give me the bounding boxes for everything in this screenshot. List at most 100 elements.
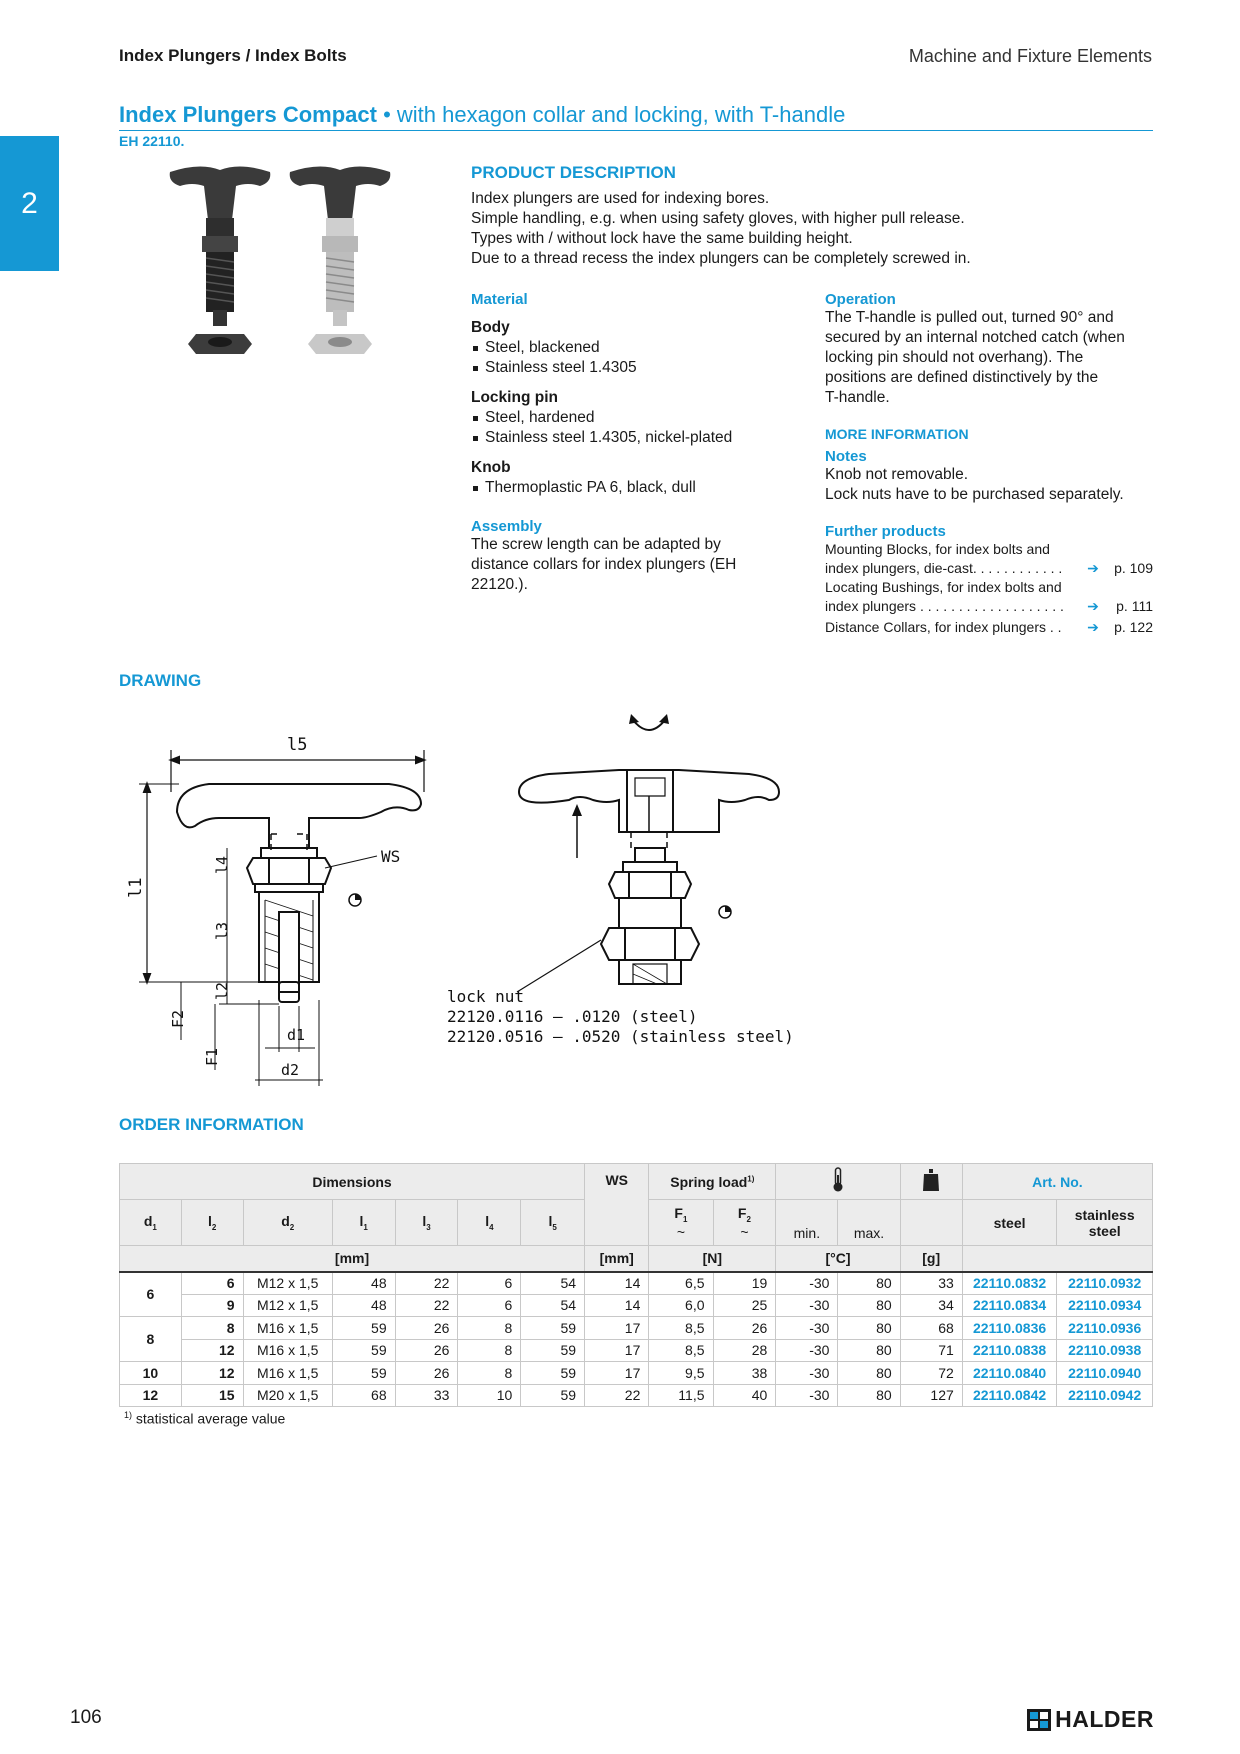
arrow-right-icon: ➔ bbox=[1087, 560, 1099, 576]
dim-label: l4 bbox=[213, 856, 231, 874]
dim-label: d2 bbox=[281, 1061, 299, 1079]
cell-l5: 54 bbox=[520, 1271, 586, 1295]
dimensions-group-header: Dimensions bbox=[118, 1163, 586, 1200]
cell-ws: 17 bbox=[584, 1338, 650, 1362]
cell-art-steel[interactable]: 22110.0842 bbox=[961, 1383, 1058, 1407]
operation-line: The T-handle is pulled out, turned 90° a… bbox=[825, 309, 1114, 326]
dim-label: F2 bbox=[169, 1010, 187, 1028]
page-ref[interactable]: p. 111 bbox=[1116, 598, 1153, 614]
drawing-heading: DRAWING bbox=[119, 671, 202, 690]
cell-tmin: -30 bbox=[775, 1383, 839, 1407]
cell-d1: 8 bbox=[119, 1316, 182, 1362]
cell-art-steel[interactable]: 22110.0838 bbox=[961, 1338, 1058, 1362]
pin-item: Stainless steel 1.4305, nickel-plated bbox=[471, 428, 801, 448]
col-min: min. bbox=[775, 1199, 839, 1246]
cell-ws: 14 bbox=[584, 1271, 650, 1295]
cell-f1: 11,5 bbox=[648, 1383, 714, 1407]
col-sub: 2 bbox=[211, 1222, 217, 1232]
col-label: F bbox=[737, 1205, 747, 1222]
page-number: 106 bbox=[70, 1707, 102, 1728]
arrow-right-icon: ➔ bbox=[1087, 598, 1099, 614]
cell-art-stainless[interactable]: 22110.0932 bbox=[1056, 1271, 1153, 1295]
cell-art-stainless[interactable]: 22110.0936 bbox=[1056, 1316, 1153, 1340]
front-view-drawing: lock nut 22120.0116 – .0120 (steel) 2212… bbox=[447, 714, 794, 1046]
cell-d1: 12 bbox=[119, 1383, 182, 1407]
footnote-marker: 1) bbox=[124, 1410, 133, 1420]
locknut-label: 22120.0116 – .0120 (steel) bbox=[447, 1007, 697, 1026]
further-product-line: Mounting Blocks, for index bolts and bbox=[825, 541, 1050, 557]
order-table: Dimensions WS Spring load1) Art. No. d1 … bbox=[118, 1163, 1154, 1407]
col-label: F bbox=[674, 1205, 683, 1222]
further-product-item[interactable]: Mounting Blocks, for index bolts and ind… bbox=[825, 540, 1153, 578]
order-information-heading: ORDER INFORMATION bbox=[119, 1115, 304, 1134]
cell-l4: 6 bbox=[457, 1271, 522, 1295]
table-row: 9 M12 x 1,5 48 22 6 54 14 6,0 25 -30 80 … bbox=[120, 1293, 1153, 1317]
further-product-item[interactable]: Locating Bushings, for index bolts and i… bbox=[825, 578, 1153, 616]
col-label: stainless bbox=[1074, 1206, 1135, 1223]
side-view-drawing: l5 l1 l4 l3 l2 F2 bbox=[126, 735, 427, 1086]
col-sub: 5 bbox=[552, 1222, 557, 1232]
cell-art-steel[interactable]: 22110.0834 bbox=[961, 1293, 1058, 1317]
title-bullet: • bbox=[383, 102, 391, 127]
cell-f2: 28 bbox=[712, 1338, 777, 1362]
thermometer-icon bbox=[833, 1167, 843, 1192]
cell-l3: 26 bbox=[394, 1361, 459, 1385]
cell-art-steel[interactable]: 22110.0840 bbox=[961, 1361, 1058, 1385]
title-bold: Index Plungers Compact bbox=[119, 102, 377, 127]
cell-f2: 38 bbox=[712, 1361, 777, 1385]
dim-label: d1 bbox=[287, 1026, 305, 1044]
cell-tmax: 80 bbox=[837, 1271, 901, 1295]
cell-l5: 54 bbox=[520, 1293, 586, 1317]
page-ref[interactable]: p. 109 bbox=[1114, 560, 1153, 576]
further-products-heading: Further products bbox=[825, 523, 946, 540]
footnote-marker: 1) bbox=[747, 1173, 755, 1183]
cell-l4: 8 bbox=[457, 1316, 522, 1340]
further-product-line: index plungers, die-cast. . . . . . . . … bbox=[825, 560, 1063, 576]
weight-icon bbox=[923, 1169, 940, 1191]
col-label: l bbox=[359, 1213, 364, 1230]
technical-drawing: l5 l1 l4 l3 l2 F2 bbox=[126, 714, 794, 1086]
col-f2: F2~ bbox=[712, 1199, 777, 1246]
cell-l2: 9 bbox=[180, 1293, 244, 1317]
spring-load-label: Spring load bbox=[670, 1173, 748, 1190]
col-d1: d1 bbox=[119, 1199, 182, 1246]
col-label: l bbox=[485, 1213, 490, 1230]
cell-f2: 26 bbox=[712, 1316, 777, 1340]
cell-l5: 59 bbox=[520, 1316, 586, 1340]
cell-l2: 6 bbox=[180, 1271, 244, 1295]
col-label: steel bbox=[1088, 1222, 1121, 1239]
cell-d2: M20 x 1,5 bbox=[242, 1383, 333, 1407]
cell-art-stainless[interactable]: 22110.0934 bbox=[1056, 1293, 1153, 1317]
locknut-label: lock nut bbox=[447, 987, 524, 1006]
cell-l2: 12 bbox=[180, 1338, 244, 1362]
cell-f1: 8,5 bbox=[648, 1316, 714, 1340]
cell-art-stainless[interactable]: 22110.0940 bbox=[1056, 1361, 1153, 1385]
body-item: Stainless steel 1.4305 bbox=[471, 358, 801, 378]
col-label: l bbox=[548, 1213, 553, 1230]
cell-l2: 8 bbox=[180, 1316, 244, 1340]
cell-l5: 59 bbox=[520, 1383, 586, 1407]
footnote-text: statistical average value bbox=[132, 1410, 286, 1427]
col-sub: 3 bbox=[426, 1222, 431, 1232]
table-row: 10 12 M16 x 1,5 59 26 8 59 17 9,5 38 -30… bbox=[119, 1361, 1153, 1385]
col-tilde: ~ bbox=[740, 1223, 749, 1240]
cell-l1: 48 bbox=[331, 1271, 396, 1295]
col-label: d bbox=[143, 1213, 153, 1230]
cell-art-stainless[interactable]: 22110.0938 bbox=[1056, 1338, 1153, 1362]
cell-tmin: -30 bbox=[775, 1293, 839, 1317]
cell-weight: 68 bbox=[899, 1316, 963, 1340]
cell-tmax: 80 bbox=[837, 1338, 901, 1362]
operation-line: locking pin should not overhang). The bbox=[825, 349, 1084, 366]
cell-art-steel[interactable]: 22110.0832 bbox=[961, 1271, 1058, 1295]
cell-art-stainless[interactable]: 22110.0942 bbox=[1056, 1383, 1153, 1407]
unit-ws-mm: [mm] bbox=[584, 1245, 650, 1272]
cell-l4: 8 bbox=[457, 1361, 522, 1385]
knob-list: Thermoplastic PA 6, black, dull bbox=[471, 478, 801, 498]
page-ref[interactable]: p. 122 bbox=[1114, 619, 1153, 635]
cell-l3: 22 bbox=[394, 1271, 459, 1295]
further-product-item[interactable]: Distance Collars, for index plungers . .… bbox=[825, 618, 1153, 637]
note-line: Lock nuts have to be purchased separatel… bbox=[825, 486, 1124, 503]
cell-art-steel[interactable]: 22110.0836 bbox=[961, 1316, 1058, 1340]
cell-f1: 6,5 bbox=[648, 1271, 714, 1295]
